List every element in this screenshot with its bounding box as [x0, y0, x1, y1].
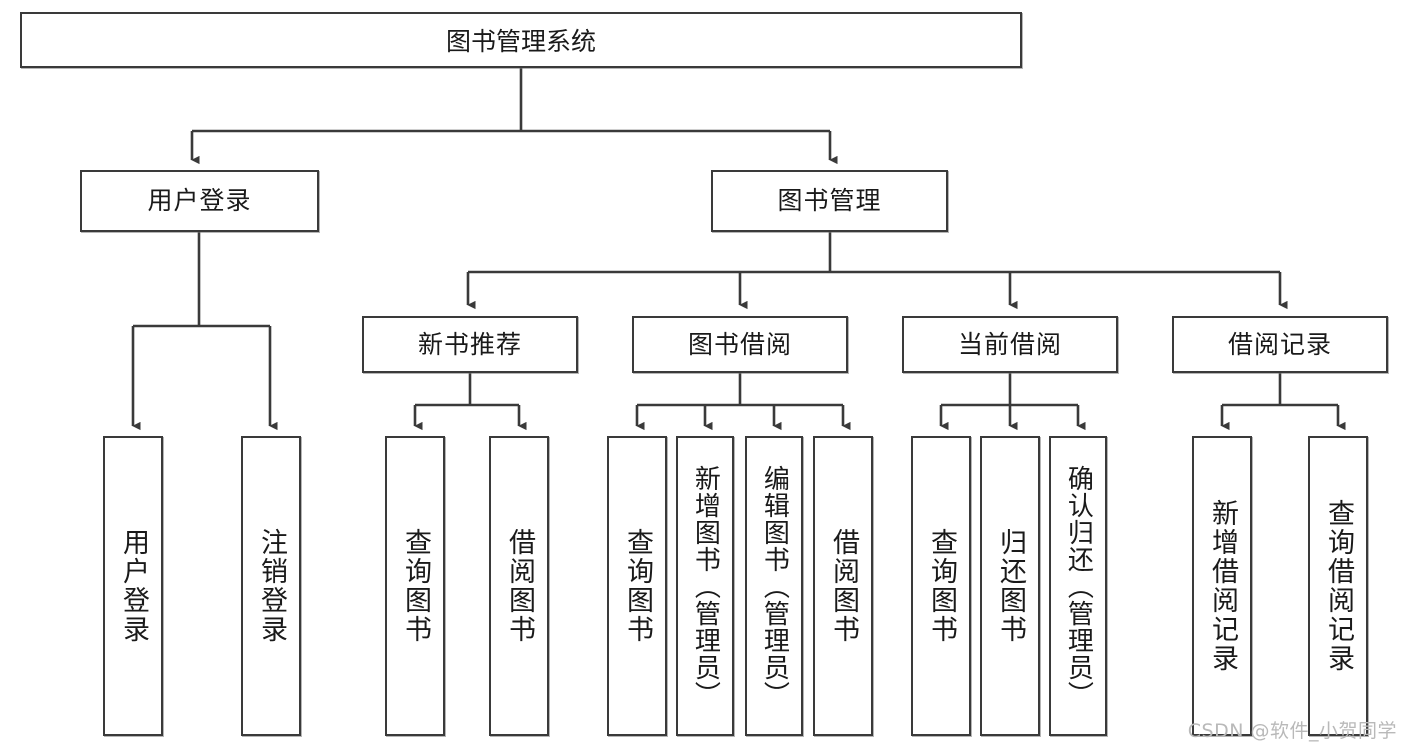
leaf-edit-book[interactable]: 编辑图书（管理员） [745, 436, 803, 736]
leaf-borrow-book-2[interactable]: 借阅图书 [813, 436, 873, 736]
leaf-borrow-book-1-label: 借阅图书 [503, 528, 535, 644]
node-new-book-rec-label: 新书推荐 [417, 329, 522, 359]
leaf-add-book[interactable]: 新增图书（管理员） [676, 436, 734, 736]
leaf-logout-label: 注销登录 [255, 528, 287, 644]
leaf-query-record-label: 查询借阅记录 [1322, 499, 1354, 673]
leaf-logout[interactable]: 注销登录 [241, 436, 301, 736]
node-root[interactable]: 图书管理系统 [20, 12, 1022, 68]
leaf-confirm-return-label: 确认归还（管理员） [1063, 464, 1094, 708]
leaf-add-book-label: 新增图书（管理员） [690, 464, 721, 708]
node-user-login[interactable]: 用户登录 [80, 170, 319, 232]
leaf-add-record-label: 新增借阅记录 [1206, 499, 1238, 673]
leaf-query-book-3-label: 查询图书 [925, 528, 957, 644]
leaf-query-book-1[interactable]: 查询图书 [385, 436, 445, 736]
node-root-label: 图书管理系统 [445, 27, 596, 56]
watermark-text: CSDN @软件_小贺同学 [1187, 720, 1397, 742]
node-book-manage[interactable]: 图书管理 [711, 170, 948, 232]
leaf-query-record[interactable]: 查询借阅记录 [1308, 436, 1368, 736]
node-book-borrow-label: 图书借阅 [687, 329, 792, 359]
node-book-borrow[interactable]: 图书借阅 [632, 316, 848, 373]
node-borrow-record[interactable]: 借阅记录 [1172, 316, 1388, 373]
leaf-user-login-label: 用户登录 [117, 528, 149, 644]
leaf-confirm-return[interactable]: 确认归还（管理员） [1049, 436, 1107, 736]
node-current-borrow-label: 当前借阅 [957, 329, 1062, 359]
node-new-book-rec[interactable]: 新书推荐 [362, 316, 578, 373]
leaf-borrow-book-2-label: 借阅图书 [827, 528, 859, 644]
leaf-borrow-book-1[interactable]: 借阅图书 [489, 436, 549, 736]
leaf-query-book-3[interactable]: 查询图书 [911, 436, 971, 736]
leaf-add-record[interactable]: 新增借阅记录 [1192, 436, 1252, 736]
node-borrow-record-label: 借阅记录 [1227, 329, 1332, 359]
node-user-login-label: 用户登录 [147, 186, 252, 216]
leaf-user-login[interactable]: 用户登录 [103, 436, 163, 736]
node-current-borrow[interactable]: 当前借阅 [902, 316, 1118, 373]
leaf-query-book-2-label: 查询图书 [621, 528, 653, 644]
leaf-return-book-label: 归还图书 [994, 528, 1026, 644]
leaf-query-book-1-label: 查询图书 [399, 528, 431, 644]
leaf-edit-book-label: 编辑图书（管理员） [759, 464, 790, 708]
leaf-query-book-2[interactable]: 查询图书 [607, 436, 667, 736]
leaf-return-book[interactable]: 归还图书 [980, 436, 1040, 736]
node-book-manage-label: 图书管理 [777, 186, 882, 216]
